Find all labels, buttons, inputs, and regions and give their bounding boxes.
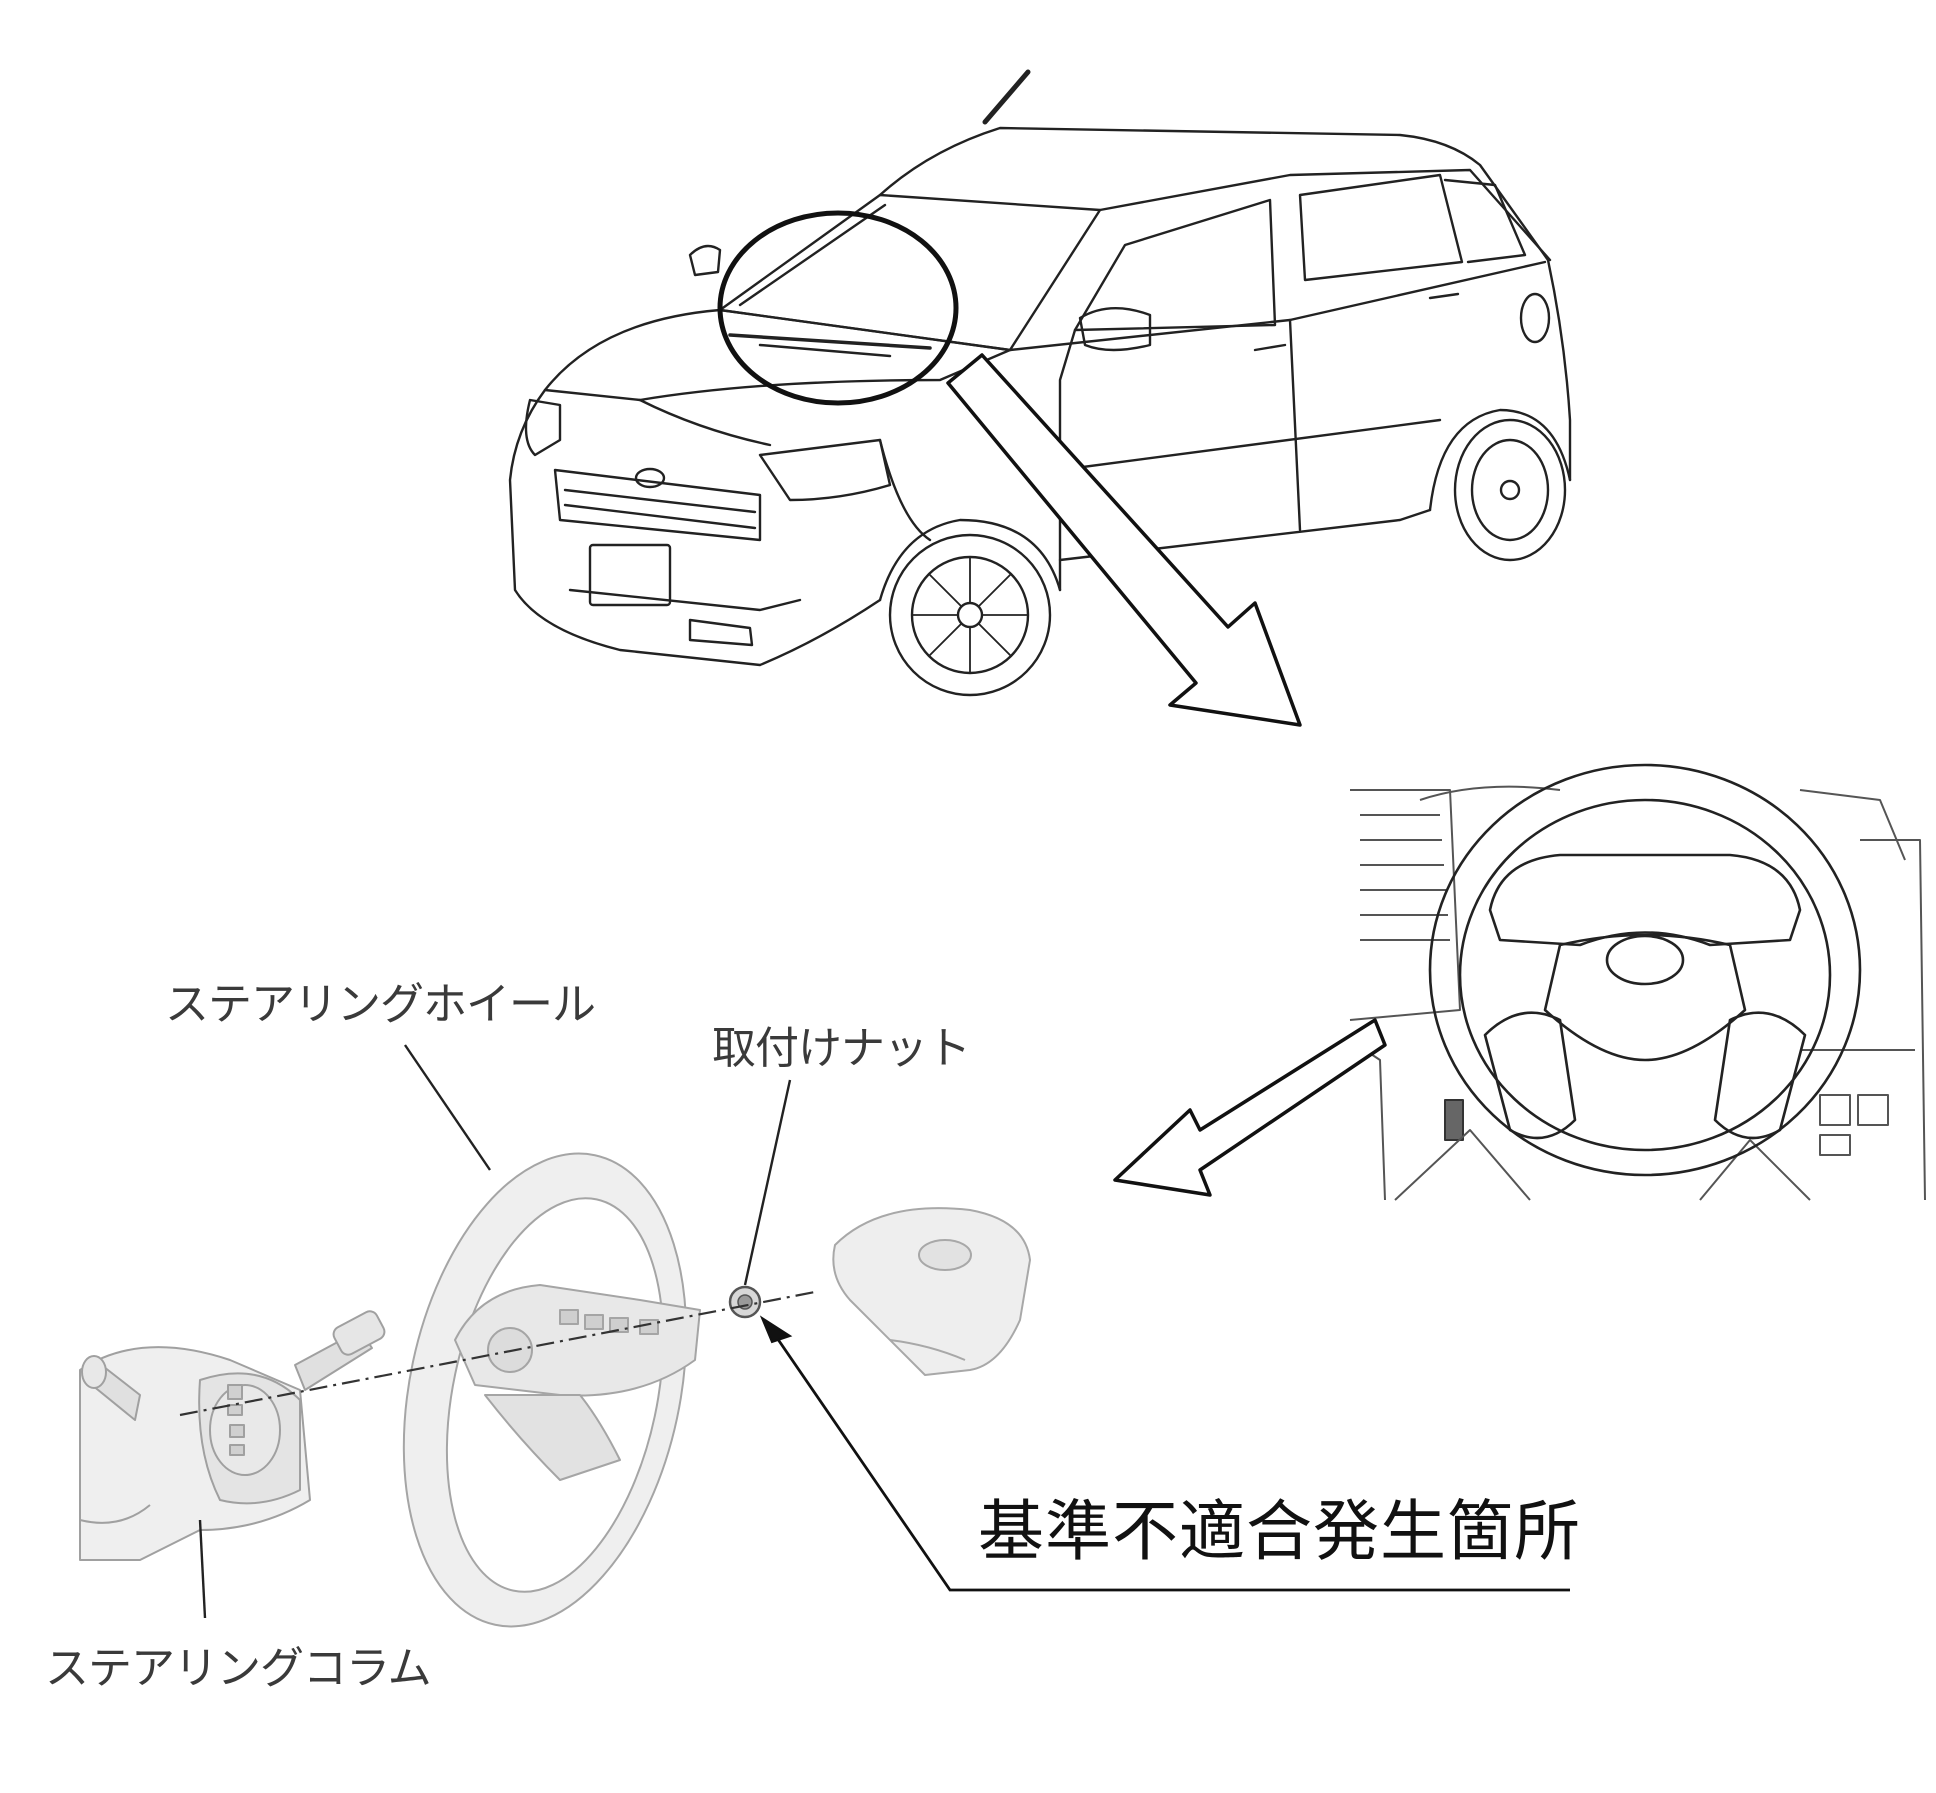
car-illustration bbox=[508, 69, 1572, 697]
steering-wheel-part bbox=[402, 1152, 701, 1628]
leader-steering-column bbox=[198, 1519, 207, 1619]
dashboard-view bbox=[1349, 785, 1926, 1201]
label-steering-column: ステアリングコラム bbox=[45, 1643, 432, 1694]
steering-column bbox=[79, 1310, 386, 1561]
highlight-circle bbox=[717, 210, 959, 406]
label-defect-location: 基準不適合発生箇所 bbox=[978, 1493, 1581, 1570]
mounting-nut-part bbox=[728, 1285, 762, 1319]
defect-callout-line bbox=[773, 1334, 1570, 1592]
arrow-dashboard-to-parts bbox=[1113, 1018, 1387, 1197]
dashboard-steering-wheel bbox=[1428, 763, 1862, 1177]
label-mounting-nut: 取付けナット bbox=[712, 1023, 971, 1074]
leader-mounting-nut bbox=[743, 1079, 792, 1286]
label-steering-wheel: ステアリングホイール bbox=[165, 979, 596, 1030]
assembly-axis-line bbox=[179, 1290, 816, 1417]
arrow-car-to-dashboard bbox=[946, 353, 1302, 727]
airbag-part bbox=[832, 1207, 1031, 1376]
leader-steering-wheel bbox=[404, 1044, 491, 1171]
defect-arrowhead bbox=[759, 1315, 793, 1344]
